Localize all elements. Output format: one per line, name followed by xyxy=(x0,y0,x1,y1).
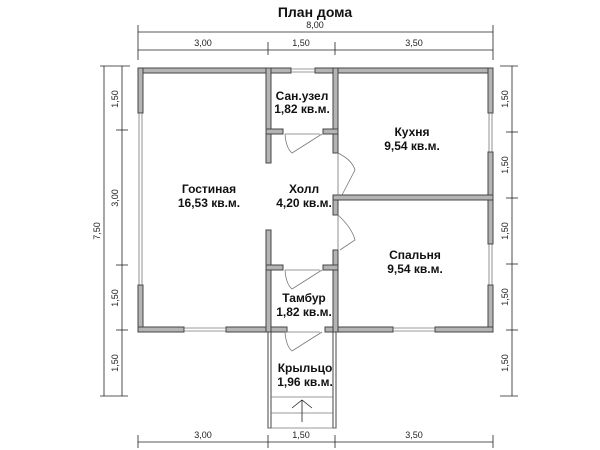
dim-right-4: 1,50 xyxy=(500,288,510,306)
dim-left-4: 1,50 xyxy=(110,354,120,372)
room-name-kitchen: Кухня xyxy=(394,125,429,139)
dim-left-1: 1,50 xyxy=(110,90,120,108)
entry-arrow-icon xyxy=(291,399,313,422)
room-area-porch: 1,96 кв.м. xyxy=(277,375,333,389)
dim-left-total: 7,50 xyxy=(92,222,102,240)
dim-right-1: 1,50 xyxy=(500,90,510,108)
room-area-bathroom: 1,82 кв.м. xyxy=(274,102,330,116)
doors xyxy=(284,133,356,422)
dim-left-2: 3,00 xyxy=(110,189,120,207)
dim-left-3: 1,50 xyxy=(110,289,120,307)
room-area-hall: 4,20 кв.м. xyxy=(276,196,332,210)
room-name-vestibule: Тамбур xyxy=(282,291,326,305)
dim-bottom-2: 1,50 xyxy=(292,430,310,440)
dim-top-total: 8,00 xyxy=(306,20,324,30)
dim-right-5: 1,50 xyxy=(500,354,510,372)
room-name-bedroom: Спальня xyxy=(389,248,441,262)
walls xyxy=(137,67,494,429)
top-dimensions: 8,00 3,00 1,50 3,50 xyxy=(137,20,494,60)
bottom-dimensions: 3,00 1,50 3,50 xyxy=(137,430,494,448)
dim-right-2: 1,50 xyxy=(500,156,510,174)
room-area-kitchen: 9,54 кв.м. xyxy=(384,139,440,153)
dim-bottom-3: 3,50 xyxy=(405,430,423,440)
dim-bottom-1: 3,00 xyxy=(194,430,212,440)
dim-right-3: 1,50 xyxy=(500,222,510,240)
room-name-porch: Крыльцо xyxy=(278,361,333,375)
room-area-vestibule: 1,82 кв.м. xyxy=(276,305,332,319)
left-dimensions: 7,50 1,50 3,00 1,50 1,50 xyxy=(92,65,130,397)
room-name-living: Гостиная xyxy=(182,182,236,196)
room-labels: Сан.узел 1,82 кв.м. Кухня 9,54 кв.м. Гос… xyxy=(178,89,443,389)
dim-top-2: 1,50 xyxy=(292,38,310,48)
dim-top-1: 3,00 xyxy=(194,38,212,48)
room-area-bedroom: 9,54 кв.м. xyxy=(387,262,443,276)
room-area-living: 16,53 кв.м. xyxy=(178,196,240,210)
right-dimensions: 1,50 1,50 1,50 1,50 1,50 xyxy=(500,65,518,397)
plan-title: План дома xyxy=(278,4,353,20)
dim-top-3: 3,50 xyxy=(405,38,423,48)
room-name-hall: Холл xyxy=(289,182,319,196)
room-name-bathroom: Сан.узел xyxy=(276,89,329,103)
windows xyxy=(138,68,493,332)
